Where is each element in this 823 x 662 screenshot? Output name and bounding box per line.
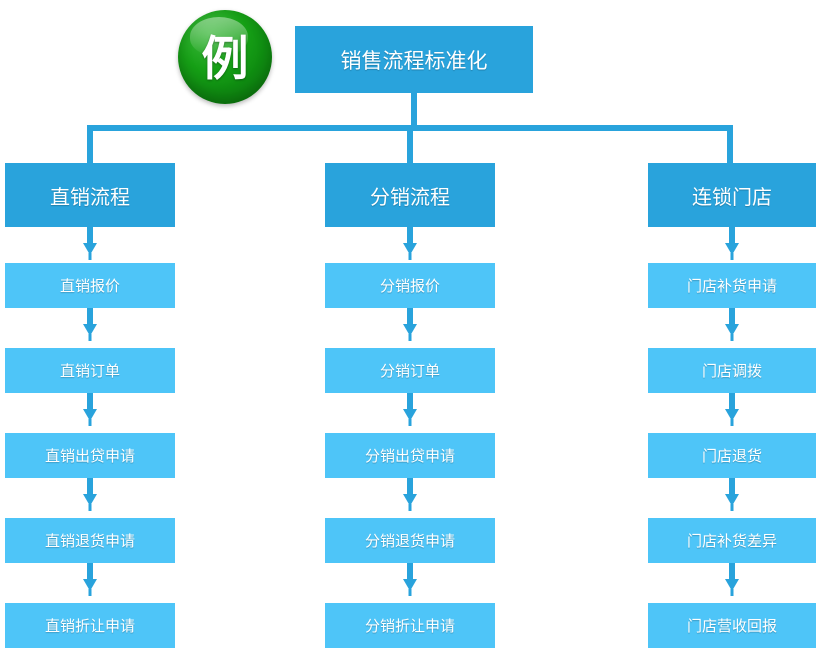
step-node-3-1-label: 门店补货申请	[686, 278, 777, 295]
step-node-2-2[interactable]: 分销订单	[325, 348, 495, 393]
branch-node-3[interactable]: 连锁门店	[648, 163, 816, 227]
step-node-2-4-label: 分销退货申请	[364, 533, 455, 550]
step-node-3-4-label: 门店补货差异	[686, 533, 777, 550]
connector-bus-to-branch-3	[727, 125, 733, 165]
connector-arrow-2-1	[401, 227, 419, 263]
step-node-1-5-label: 直销折让申请	[44, 618, 135, 635]
branch-node-2-label: 分销流程	[370, 186, 450, 209]
root-node[interactable]: 销售流程标准化	[295, 26, 533, 93]
step-node-3-3[interactable]: 门店退货	[648, 433, 816, 478]
step-node-1-3-label: 直销出贷申请	[44, 448, 135, 465]
step-node-1-1-label: 直销报价	[59, 278, 120, 295]
step-node-1-3[interactable]: 直销出贷申请	[5, 433, 175, 478]
step-node-1-5[interactable]: 直销折让申请	[5, 603, 175, 648]
root-node-label: 销售流程标准化	[340, 49, 488, 73]
connector-arrow-1-2	[81, 308, 99, 344]
connector-arrow-1-1	[81, 227, 99, 263]
step-node-2-1-label: 分销报价	[379, 278, 440, 295]
step-node-2-4[interactable]: 分销退货申请	[325, 518, 495, 563]
connector-arrow-2-4	[401, 478, 419, 514]
connector-arrow-3-4	[723, 478, 741, 514]
connector-arrow-3-5	[723, 563, 741, 599]
connector-arrow-1-5	[81, 563, 99, 599]
step-node-3-2-label: 门店调拨	[701, 363, 762, 380]
branch-node-1-label: 直销流程	[50, 186, 130, 209]
step-node-3-1[interactable]: 门店补货申请	[648, 263, 816, 308]
example-badge-label: 例	[201, 31, 249, 85]
step-node-2-5-label: 分销折让申请	[364, 618, 455, 635]
step-node-2-3-label: 分销出贷申请	[364, 448, 455, 465]
branch-node-2[interactable]: 分销流程	[325, 163, 495, 227]
step-node-2-5[interactable]: 分销折让申请	[325, 603, 495, 648]
step-node-1-1[interactable]: 直销报价	[5, 263, 175, 308]
step-node-3-3-label: 门店退货	[701, 448, 762, 465]
connector-bus-to-branch-1	[87, 125, 93, 165]
branch-node-1[interactable]: 直销流程	[5, 163, 175, 227]
step-node-1-4[interactable]: 直销退货申请	[5, 518, 175, 563]
step-node-1-2-label: 直销订单	[59, 363, 120, 380]
connector-bus-to-branch-2	[407, 125, 413, 165]
step-node-1-4-label: 直销退货申请	[44, 533, 135, 550]
step-node-2-3[interactable]: 分销出贷申请	[325, 433, 495, 478]
connector-arrow-3-2	[723, 308, 741, 344]
connector-arrow-1-4	[81, 478, 99, 514]
step-node-3-4[interactable]: 门店补货差异	[648, 518, 816, 563]
connector-arrow-3-3	[723, 393, 741, 429]
connector-arrow-2-5	[401, 563, 419, 599]
connector-arrow-2-3	[401, 393, 419, 429]
step-node-3-5-label: 门店营收回报	[686, 618, 777, 635]
connector-arrow-3-1	[723, 227, 741, 263]
step-node-2-1[interactable]: 分销报价	[325, 263, 495, 308]
step-node-3-2[interactable]: 门店调拨	[648, 348, 816, 393]
branch-node-3-label: 连锁门店	[692, 186, 772, 209]
step-node-1-2[interactable]: 直销订单	[5, 348, 175, 393]
step-node-2-2-label: 分销订单	[379, 363, 440, 380]
example-badge-icon: 例	[178, 10, 272, 104]
step-node-3-5[interactable]: 门店营收回报	[648, 603, 816, 648]
connector-root-stem	[411, 93, 417, 131]
connector-arrow-2-2	[401, 308, 419, 344]
connector-arrow-1-3	[81, 393, 99, 429]
